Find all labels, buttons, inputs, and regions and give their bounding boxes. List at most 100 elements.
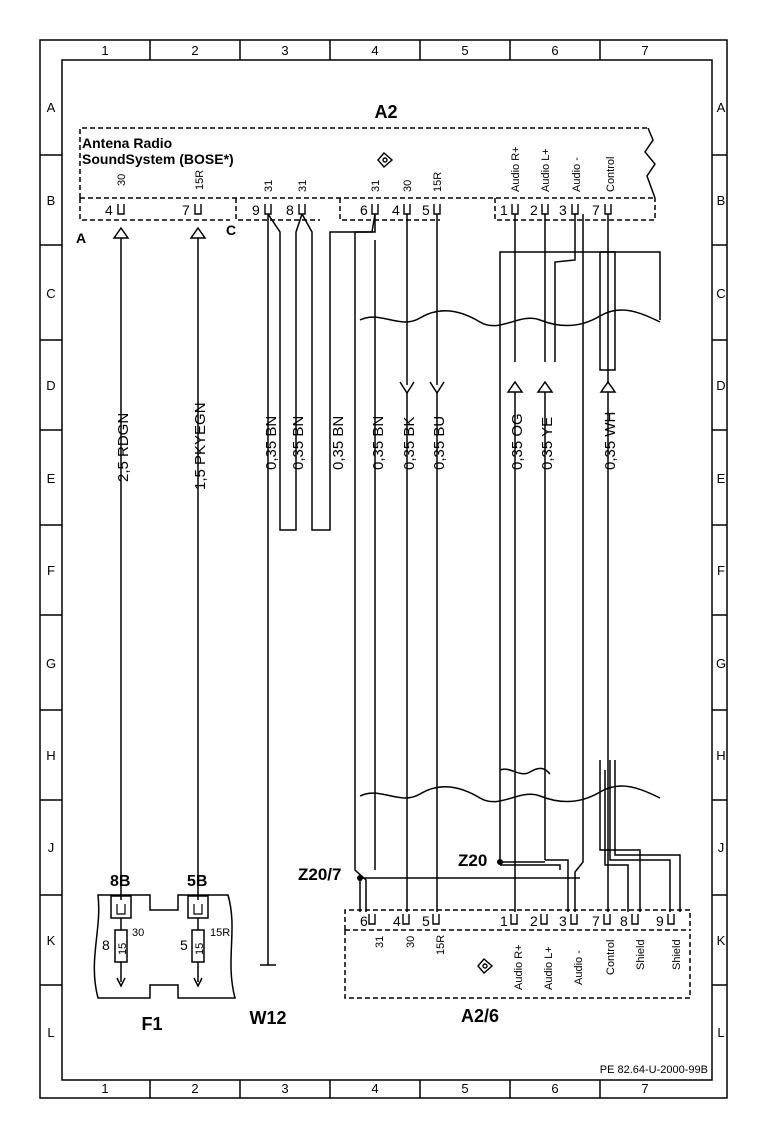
a2-name-line1: Antena Radio [82,135,172,151]
row-label-right: B [717,193,726,208]
col-label-top: 3 [281,43,288,58]
a2-pin-num: 6 [360,202,368,218]
wire-label: 0,35 BN [290,416,307,470]
a2-name-line2: SoundSystem (BOSE*) [82,151,234,167]
a2-pin-num: 8 [286,202,294,218]
splice-z20-7-label: Z20/7 [298,865,341,884]
row-label-right: E [717,471,726,486]
a26-pin-num: 4 [393,913,401,929]
a2-pin-label: 30 [402,180,414,192]
a2-pin-num: 7 [182,202,190,218]
connector-a-label: A [76,230,86,246]
row-label-left: F [47,563,55,578]
inner-frame [61,59,713,1081]
wire-label: 0,35 BN [330,416,347,470]
a26-pin-label: Control [605,940,617,975]
a2-pin-label: Control [605,157,617,192]
col-label-bottom: 5 [461,1081,468,1096]
a26-box [344,909,691,999]
connector-c-label: C [226,222,236,238]
col-label-bottom: 6 [551,1081,558,1096]
row-label-right: G [716,656,726,671]
row-label-left: E [47,471,56,486]
fuse2-term: 15R [210,927,230,939]
wire-label: 1,5 PKYEGN [192,402,209,490]
a2-pin-num: 2 [530,202,538,218]
row-label-right: H [716,748,725,763]
row-label-left: C [46,286,55,301]
fuse-box-title: F1 [141,1014,162,1034]
drawing-code: PE 82.64-U-2000-99B [600,1064,708,1076]
wire-label: 2,5 RDGN [115,413,132,482]
row-label-left: J [48,840,55,855]
row-label-left: D [46,378,55,393]
speaker-icon [377,152,394,168]
fuse-box [93,894,236,999]
a2-pin-label: 15R [194,170,206,190]
fuse2-ref: 5B [187,873,207,890]
a2-pin-label: 31 [370,180,382,192]
a2-pin-num: 1 [500,202,508,218]
wire-label: 0,35 BU [431,416,448,470]
col-label-top: 1 [101,43,108,58]
fuse1-pin: 8 [102,937,110,953]
row-label-left: B [47,193,56,208]
row-label-left: K [47,933,56,948]
col-label-top: 6 [551,43,558,58]
fuse1-ref: 8B [110,873,130,890]
a26-pin-label: Shield [635,939,647,970]
wire-label: 0,35 YE [539,417,556,470]
col-label-bottom: 7 [641,1081,648,1096]
a26-title: A2/6 [461,1006,499,1026]
row-label-right: L [717,1025,724,1040]
a2-pin-num: 4 [105,202,113,218]
wire-label: 0,35 WH [602,412,619,470]
col-label-top: 4 [371,43,378,58]
a2-pin-label: 30 [116,174,128,186]
a2-title: A2 [374,102,397,122]
a26-pin-num: 2 [530,913,538,929]
a26-pin-num: 9 [656,913,664,929]
row-label-left: H [46,748,55,763]
a2-pin-num: 7 [592,202,600,218]
a2-pin-num: 3 [559,202,567,218]
col-label-bottom: 3 [281,1081,288,1096]
col-label-top: 5 [461,43,468,58]
row-label-left: L [47,1025,54,1040]
a2-pin-num: 4 [392,202,400,218]
col-label-top: 2 [191,43,198,58]
a26-pin-label: Shield [671,939,683,970]
a26-pin-num: 1 [500,913,508,929]
a2-pin-label: 31 [263,180,275,192]
row-label-right: C [716,286,725,301]
a26-pin-label: 31 [374,936,386,948]
a2-pin-label: 31 [297,180,309,192]
wire-label: 0,35 OG [509,413,526,470]
fuse2-pin: 5 [180,937,188,953]
a2-pin-num: 9 [252,202,260,218]
row-label-right: D [716,378,725,393]
row-label-right: K [717,933,726,948]
col-label-bottom: 4 [371,1081,378,1096]
a26-pin-label: Audio - [573,950,585,985]
speaker-icon [477,958,494,974]
row-label-right: J [718,840,725,855]
a2-pin-num: 5 [422,202,430,218]
splice-z20-label: Z20 [458,851,487,870]
a2-pin-label: Audio R+ [510,146,522,192]
a26-pin-num: 7 [592,913,600,929]
a2-pin-label: 15R [432,172,444,192]
col-label-bottom: 1 [101,1081,108,1096]
a26-pin-num: 3 [559,913,567,929]
wire-label: 0,35 BN [370,416,387,470]
outer-frame [39,39,728,1099]
wire-label: 0,35 BK [401,417,418,470]
row-label-right: F [717,563,725,578]
a26-pin-label: 30 [405,936,417,948]
a2-pin-label: Audio - [571,157,583,192]
wire-label: 0,35 BN [263,416,280,470]
row-label-right: A [717,100,726,115]
col-label-top: 7 [641,43,648,58]
fuse1-rating: 15 [117,943,129,955]
